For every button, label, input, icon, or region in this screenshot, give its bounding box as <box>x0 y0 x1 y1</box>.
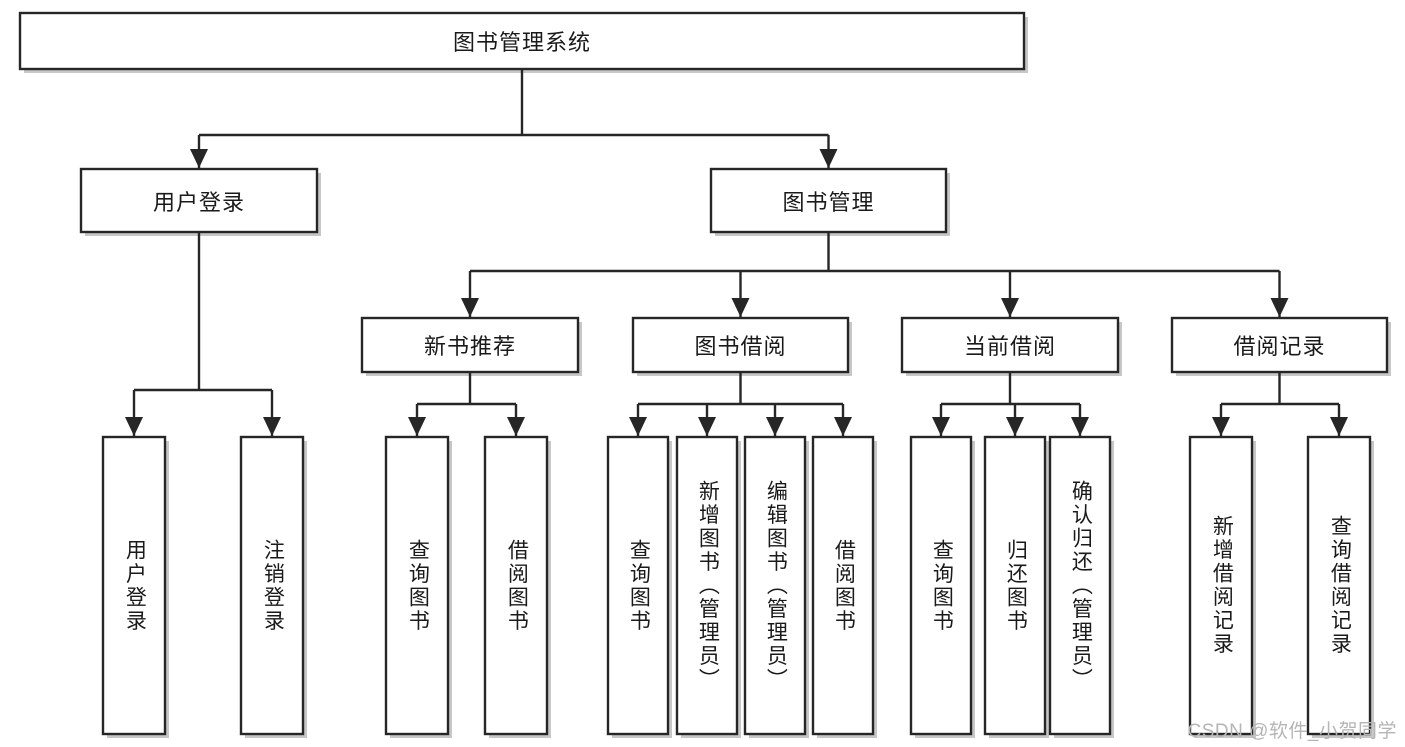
connector-layer <box>125 69 1348 436</box>
arrow-to-leaf-add-record <box>1212 417 1230 436</box>
arrow-to-borrow-record <box>1270 298 1289 317</box>
node-box-book-manage[interactable] <box>709 167 948 234</box>
node-box-leaf-user-logout[interactable] <box>239 435 305 736</box>
arrow-to-leaf-return-book <box>1006 417 1024 436</box>
node-box-leaf-add-record[interactable] <box>1188 435 1254 736</box>
arrow-to-leaf-confirm-return <box>1071 417 1089 436</box>
node-box-current-borrow[interactable] <box>900 316 1120 374</box>
node-box-leaf-borrow-book-1[interactable] <box>483 435 549 736</box>
arrow-to-user-login <box>190 149 208 168</box>
box-layer <box>18 11 1389 736</box>
arrow-to-new-book-recommend <box>461 298 479 317</box>
node-box-leaf-edit-book[interactable] <box>743 435 807 736</box>
node-box-leaf-user-login[interactable] <box>101 435 167 736</box>
node-box-leaf-borrow-book-2[interactable] <box>811 435 875 736</box>
arrow-to-leaf-borrow-book-2 <box>834 417 852 436</box>
node-box-leaf-return-book[interactable] <box>983 435 1047 736</box>
node-box-leaf-add-book[interactable] <box>675 435 739 736</box>
arrow-to-leaf-query-book-3 <box>932 417 950 436</box>
arrow-to-leaf-edit-book <box>766 417 784 436</box>
node-box-book-borrow[interactable] <box>631 316 850 374</box>
csdn-watermark: CSDN @软件_小贺同学 <box>1187 721 1397 742</box>
node-box-leaf-query-book-3[interactable] <box>909 435 973 736</box>
arrow-to-leaf-user-login <box>125 417 143 436</box>
node-box-leaf-confirm-return[interactable] <box>1048 435 1112 736</box>
arrow-to-book-manage <box>819 149 838 168</box>
node-box-root[interactable] <box>18 11 1026 71</box>
arrow-to-leaf-borrow-book-1 <box>507 417 525 436</box>
arrow-to-leaf-user-logout <box>263 417 281 436</box>
node-box-user-login[interactable] <box>79 167 319 234</box>
arrow-to-current-borrow <box>1001 298 1019 317</box>
arrow-to-leaf-query-book-2 <box>629 417 647 436</box>
arrow-to-leaf-query-book-1 <box>408 417 426 436</box>
node-box-borrow-record[interactable] <box>1170 316 1389 374</box>
node-box-leaf-query-book-1[interactable] <box>384 435 450 736</box>
node-box-new-book-recommend[interactable] <box>360 316 580 374</box>
arrow-to-leaf-query-record <box>1330 417 1348 436</box>
arrow-to-leaf-add-book <box>698 417 716 436</box>
arrow-to-book-borrow <box>731 298 750 317</box>
node-box-leaf-query-book-2[interactable] <box>606 435 670 736</box>
node-box-leaf-query-record[interactable] <box>1306 435 1372 736</box>
